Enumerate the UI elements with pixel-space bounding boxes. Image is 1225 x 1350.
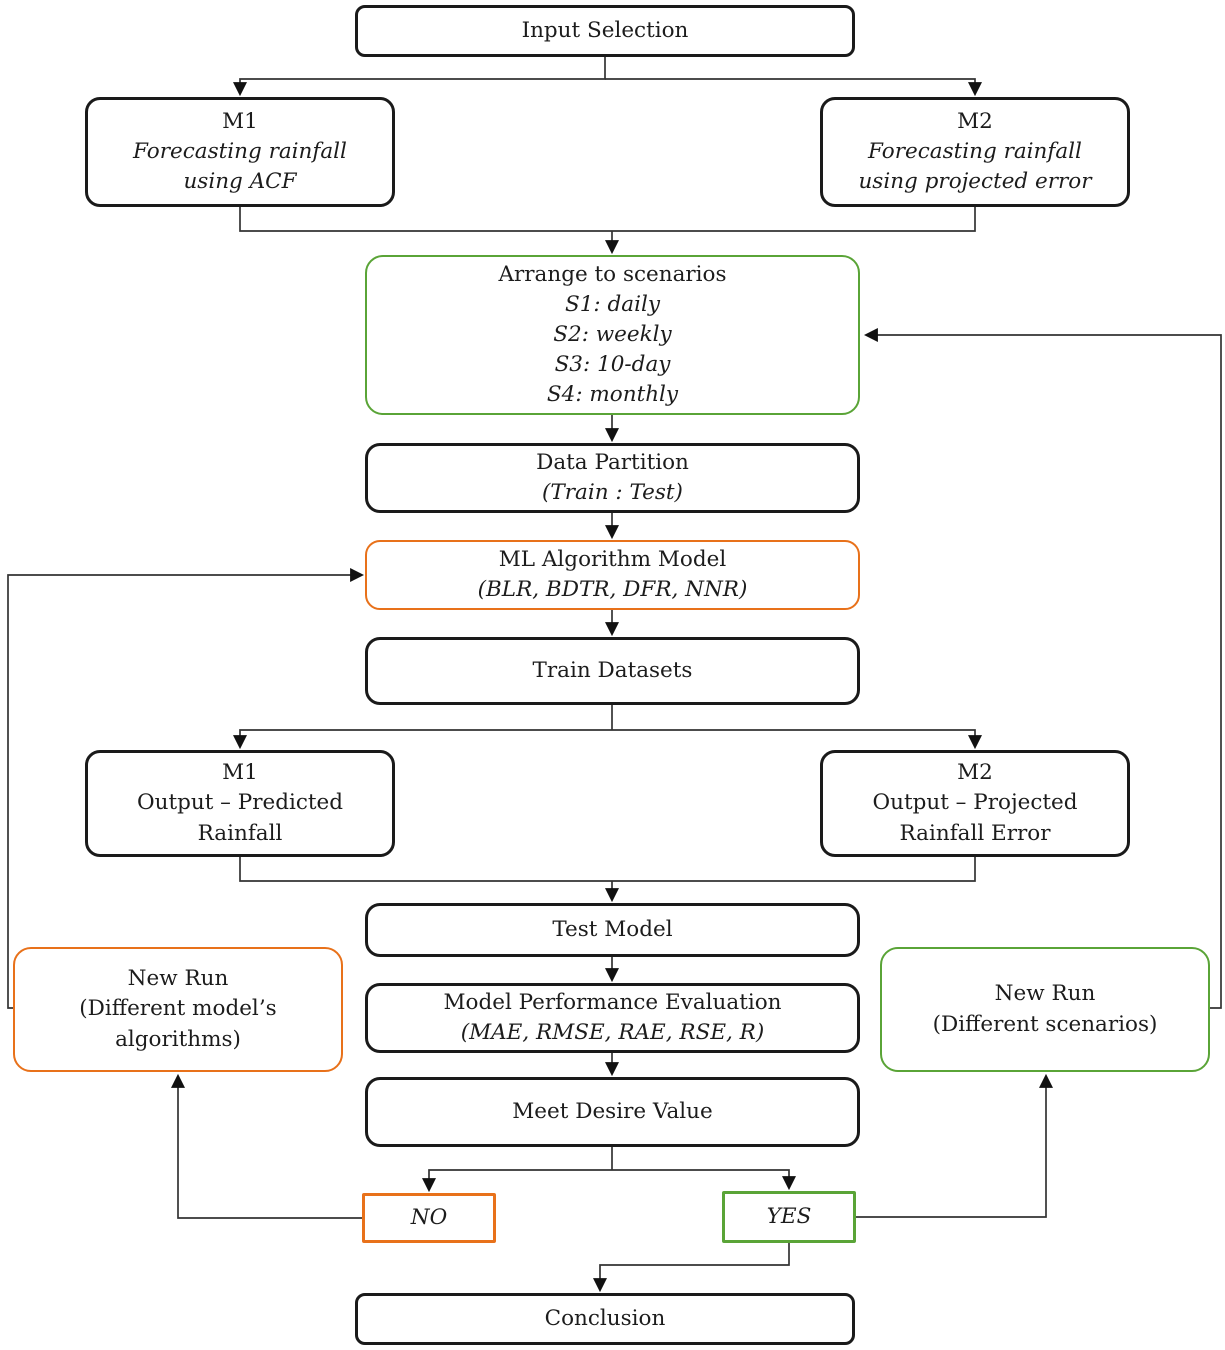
edge-join-outputs <box>239 857 976 882</box>
node-line: (BLR, BDTR, DFR, NNR) <box>477 577 748 602</box>
node-line: Forecasting rainfall <box>133 138 347 164</box>
node-label: Arrange to scenarios <box>498 261 727 287</box>
node-line: (Different model’s <box>79 996 277 1022</box>
node-new-run-algorithms: New Run (Different model’s algorithms) <box>13 947 343 1072</box>
node-line: Rainfall Error <box>899 820 1051 846</box>
node-line: Output – Predicted <box>136 790 344 816</box>
node-new-run-scenarios: New Run (Different scenarios) <box>880 947 1210 1072</box>
node-label: New Run <box>127 966 229 992</box>
node-label: NO <box>410 1204 448 1230</box>
edge-yes-to-newrun <box>856 1073 1053 1218</box>
node-decision-no: NO <box>362 1193 496 1243</box>
node-line: algorithms) <box>115 1026 241 1052</box>
node-label: M2 <box>957 108 993 134</box>
node-meet-desire-value: Meet Desire Value <box>365 1077 860 1147</box>
node-line: (MAE, RMSE, RAE, RSE, R) <box>460 1020 765 1045</box>
node-label: Model Performance Evaluation <box>443 989 782 1015</box>
node-line: Output – Projected <box>872 790 1078 816</box>
node-label: M1 <box>222 108 258 134</box>
edge-input-to-m2 <box>605 78 982 97</box>
node-line: Rainfall <box>197 820 283 846</box>
node-arrange-scenarios: Arrange to scenarios S1: daily S2: weekl… <box>365 255 860 415</box>
node-label: Conclusion <box>544 1305 666 1331</box>
node-line: (Train : Test) <box>542 480 683 505</box>
node-label: Input Selection <box>521 17 689 43</box>
edge-meet-to-no <box>422 1169 612 1193</box>
node-label: New Run <box>994 981 1096 1007</box>
edge-input-to-m1 <box>233 57 606 97</box>
node-m1-forecasting: M1 Forecasting rainfall using ACF <box>85 97 395 207</box>
node-label: YES <box>766 1203 812 1229</box>
node-label: Data Partition <box>536 449 689 475</box>
node-decision-yes: YES <box>722 1191 856 1243</box>
node-train-datasets: Train Datasets <box>365 637 860 705</box>
edge-newrun-to-arrange <box>863 328 1222 1009</box>
node-label: Meet Desire Value <box>512 1098 713 1124</box>
edge-join-m1-m2 <box>239 207 976 232</box>
node-label: M1 <box>222 760 258 786</box>
node-line: using projected error <box>858 169 1092 195</box>
edge-no-to-newrun <box>171 1073 362 1219</box>
node-line: Forecasting rainfall <box>868 138 1082 164</box>
node-label: ML Algorithm Model <box>498 546 727 572</box>
edge-yes-to-conclusion <box>593 1243 790 1293</box>
node-label: Train Datasets <box>532 657 693 683</box>
node-m2-output: M2 Output – Projected Rainfall Error <box>820 750 1130 857</box>
node-line: S3: 10-day <box>554 352 671 378</box>
node-model-performance-evaluation: Model Performance Evaluation (MAE, RMSE,… <box>365 983 860 1053</box>
node-label: Test Model <box>552 916 673 942</box>
node-conclusion: Conclusion <box>355 1293 855 1345</box>
node-m1-output: M1 Output – Predicted Rainfall <box>85 750 395 857</box>
edge-meet-to-yes <box>612 1169 796 1191</box>
node-ml-algorithm-model: ML Algorithm Model (BLR, BDTR, DFR, NNR) <box>365 540 860 610</box>
edge-train-to-m1out <box>233 729 612 750</box>
node-line: S2: weekly <box>553 321 672 347</box>
node-line: using ACF <box>183 169 297 195</box>
node-line: S4: monthly <box>546 382 679 408</box>
edge-train-to-m2out <box>612 729 982 750</box>
node-test-model: Test Model <box>365 903 860 957</box>
node-line: (Different scenarios) <box>932 1011 1158 1037</box>
node-label: M2 <box>957 760 993 786</box>
node-line: S1: daily <box>565 291 660 317</box>
node-data-partition: Data Partition (Train : Test) <box>365 443 860 513</box>
node-m2-forecasting: M2 Forecasting rainfall using projected … <box>820 97 1130 207</box>
node-input-selection: Input Selection <box>355 5 855 57</box>
